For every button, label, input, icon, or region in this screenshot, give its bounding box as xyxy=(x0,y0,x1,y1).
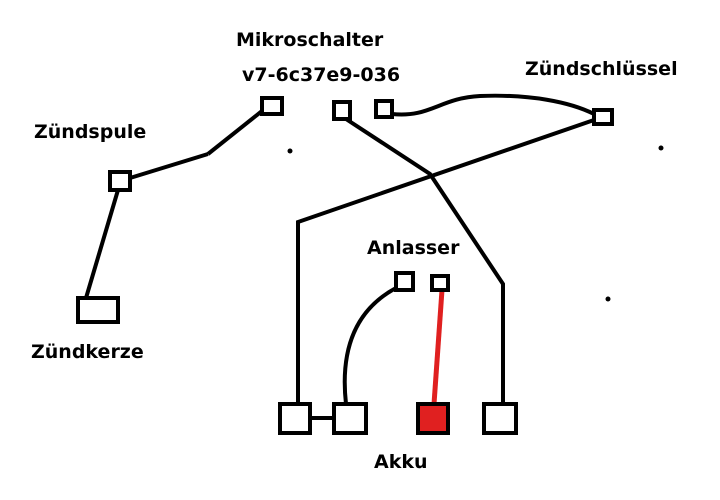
label-zuendspule: Zündspule xyxy=(34,121,147,143)
wire-mikroschalter-akku xyxy=(344,117,505,404)
wire-spule-zuendkerze xyxy=(84,189,120,299)
dot-mark-1 xyxy=(287,148,293,154)
label-zuendkerze: Zündkerze xyxy=(31,341,144,363)
mikroschalter-terminal-right[interactable] xyxy=(374,99,394,119)
dot-mark-2 xyxy=(658,145,664,151)
label-zuendschluessel: Zündschlüssel xyxy=(525,58,678,80)
dot-mark-3 xyxy=(605,296,611,302)
akku-terminal-4[interactable] xyxy=(482,402,518,435)
wire-spule-mikroschalter-b xyxy=(206,109,264,156)
akku-terminal-1[interactable] xyxy=(278,402,312,435)
wire-mikroschalter-zuendschluessel xyxy=(391,93,595,117)
akku-terminal-positive[interactable] xyxy=(416,402,450,435)
wire-spule-mikroschalter-a xyxy=(129,152,209,180)
zuendschluessel-terminal[interactable] xyxy=(592,108,614,126)
mikroschalter-terminal-left[interactable] xyxy=(260,96,284,116)
anlasser-terminal-right[interactable] xyxy=(430,274,450,292)
wire-positive[interactable] xyxy=(431,289,445,405)
zuendspule-terminal[interactable] xyxy=(108,170,132,192)
wire-anlasser-akku xyxy=(342,286,397,405)
label-anlasser: Anlasser xyxy=(367,237,460,259)
label-code: v7-6c37e9-036 xyxy=(242,64,401,86)
wire-zuendschluessel-akku xyxy=(296,118,595,404)
akku-terminal-2[interactable] xyxy=(332,402,368,435)
label-mikroschalter: Mikroschalter xyxy=(236,29,384,51)
label-akku: Akku xyxy=(374,451,428,473)
mikroschalter-terminal-middle[interactable] xyxy=(332,100,352,121)
anlasser-terminal-left[interactable] xyxy=(394,271,415,292)
zuendkerze-terminal[interactable] xyxy=(76,296,120,324)
